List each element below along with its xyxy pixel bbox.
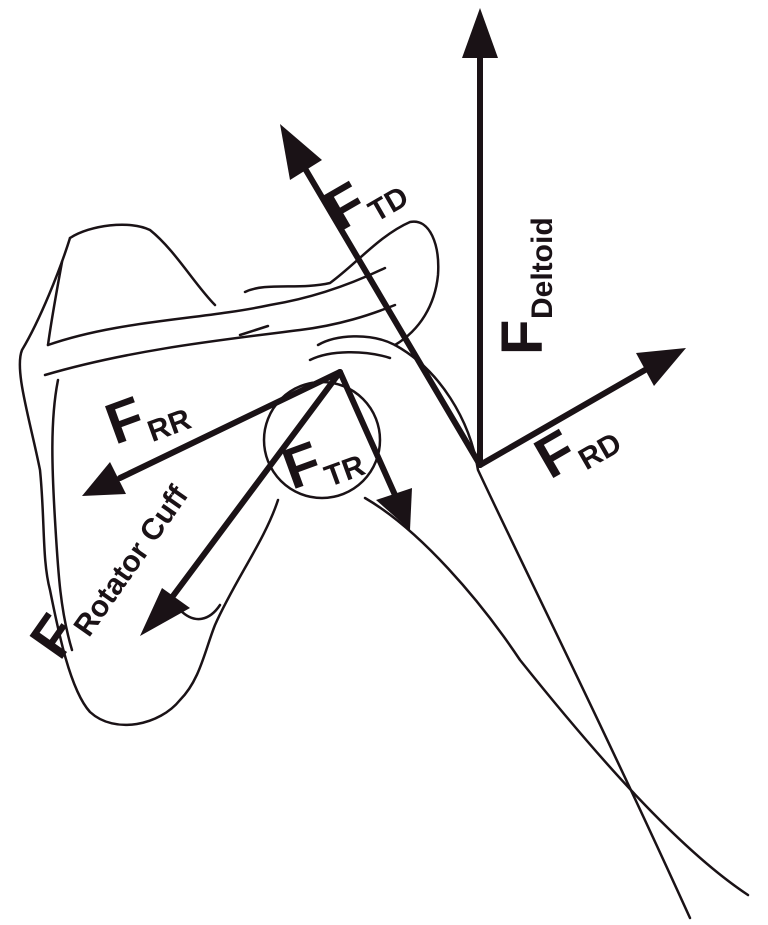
scapula-outline bbox=[18, 220, 440, 727]
deltoid-force-arrow bbox=[462, 8, 498, 468]
svg-text:F: F bbox=[490, 320, 555, 355]
svg-text:RR: RR bbox=[143, 403, 195, 449]
td-force-arrow bbox=[280, 124, 483, 468]
rd-force-arrow bbox=[477, 348, 686, 468]
rotator-cuff-force-arrow bbox=[140, 369, 343, 636]
svg-text:Rotator Cuff: Rotator Cuff bbox=[68, 479, 196, 642]
label-f-deltoid: F Deltoid bbox=[490, 217, 559, 355]
label-f-tr: F TR bbox=[274, 429, 369, 502]
humerus-outline bbox=[363, 343, 750, 920]
svg-text:Deltoid: Deltoid bbox=[526, 217, 559, 319]
tr-force-arrow bbox=[337, 369, 412, 530]
rr-force-arrow bbox=[82, 369, 343, 496]
label-f-td: F TD bbox=[314, 169, 414, 243]
